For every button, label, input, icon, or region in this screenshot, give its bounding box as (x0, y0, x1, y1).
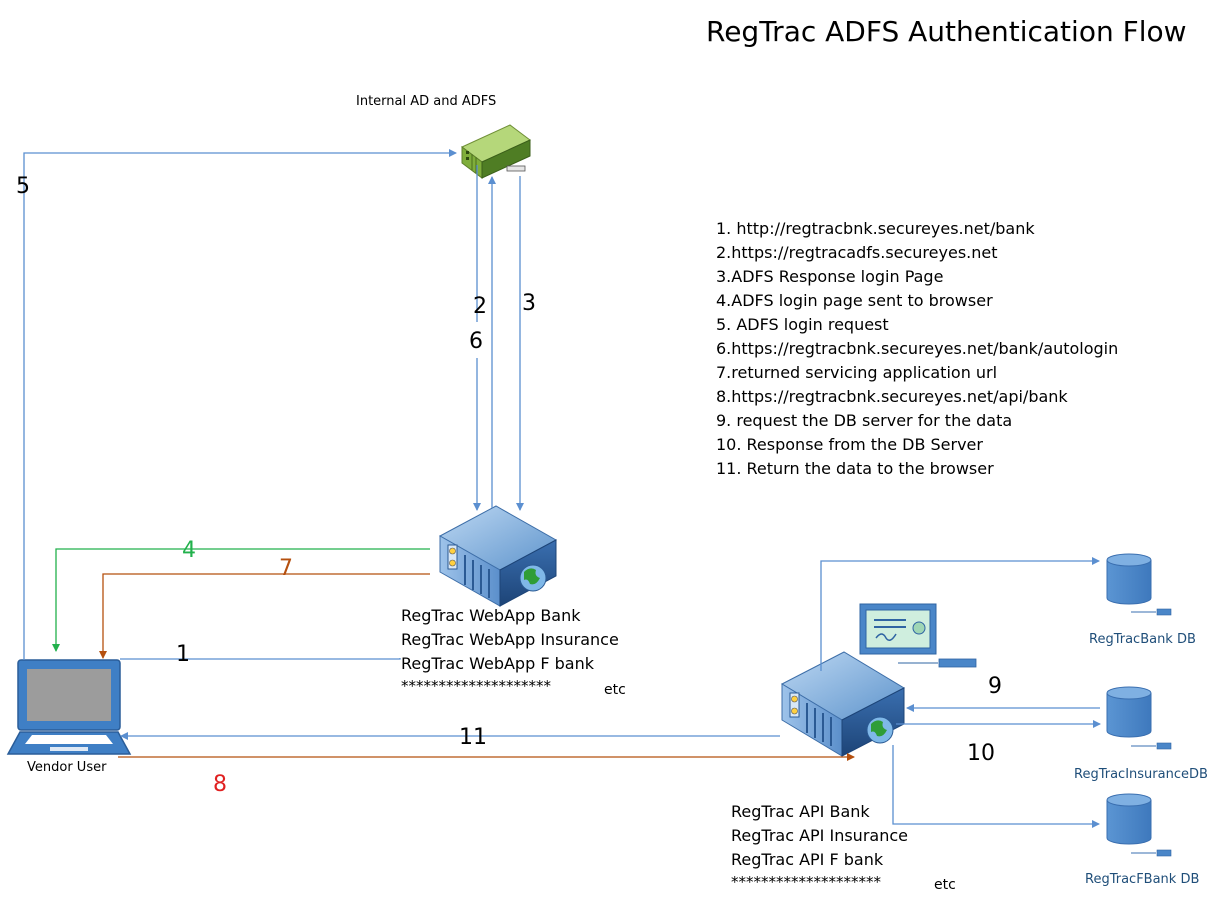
edge-label-8: 8 (213, 772, 227, 797)
laptop-icon (6, 659, 132, 755)
edge-label-5: 5 (16, 174, 30, 199)
globe-icon (866, 716, 894, 744)
db-bank-label: RegTracBank DB (1089, 632, 1196, 647)
edge-label-11: 11 (459, 725, 487, 750)
globe-icon (519, 564, 547, 592)
webapp-line-1: RegTrac WebApp Bank (401, 606, 581, 625)
edge-5 (23, 149, 457, 660)
step-item: 6.https://regtracbnk.secureyes.net/bank/… (716, 339, 1118, 358)
adfs-server-icon (461, 124, 531, 179)
edge-label-4: 4 (182, 538, 196, 563)
api-line-3: RegTrac API F bank (731, 850, 884, 869)
api-line-1: RegTrac API Bank (731, 802, 870, 821)
edge-label-6: 6 (469, 329, 483, 354)
step-item: 3.ADFS Response login Page (716, 267, 943, 286)
edge-4 (52, 548, 430, 652)
steps-list: 1. http://regtracbnk.secureyes.net/bank … (716, 219, 1118, 478)
step-item: 11. Return the data to the browser (716, 459, 994, 478)
step-item: 9. request the DB server for the data (716, 411, 1012, 430)
api-etc: etc (934, 877, 956, 893)
step-item: 4.ADFS login page sent to browser (716, 291, 993, 310)
edge-label-9: 9 (988, 674, 1002, 699)
webapp-server-icon (438, 505, 558, 607)
database-icon (1106, 686, 1172, 750)
webapp-line-3: RegTrac WebApp F bank (401, 654, 595, 673)
api-line-4: ******************** (731, 873, 882, 891)
webapp-line-2: RegTrac WebApp Insurance (401, 630, 619, 649)
webapp-etc: etc (604, 682, 626, 698)
edge-7 (99, 573, 430, 659)
step-item: 1. http://regtracbnk.secureyes.net/bank (716, 219, 1035, 238)
webapp-line-4: ******************** (401, 677, 552, 695)
edge-1 (120, 658, 401, 660)
step-item: 8.https://regtracbnk.secureyes.net/api/b… (716, 387, 1068, 406)
edge-label-3: 3 (522, 291, 536, 316)
edge-api-to-db-fbank (892, 745, 1100, 828)
diagram-title: RegTrac ADFS Authentication Flow (706, 15, 1187, 48)
edge-label-1: 1 (176, 642, 190, 667)
api-line-2: RegTrac API Insurance (731, 826, 908, 845)
database-icon (1106, 793, 1172, 857)
edge-api-to-db-bank (820, 557, 1100, 671)
step-item: 2.https://regtracadfs.secureyes.net (716, 243, 998, 262)
step-item: 7.returned servicing application url (716, 363, 997, 382)
step-item: 5. ADFS login request (716, 315, 889, 334)
vendor-user-label: Vendor User (27, 760, 107, 775)
edge-label-10: 10 (967, 741, 995, 766)
step-item: 10. Response from the DB Server (716, 435, 983, 454)
edge-label-7: 7 (279, 556, 293, 581)
certificate-icon (859, 603, 977, 668)
edge-label-2: 2 (473, 294, 487, 319)
database-icon (1106, 553, 1172, 616)
db-fbank-label: RegTracFBank DB (1085, 872, 1199, 887)
db-insurance-label: RegTracInsuranceDB (1074, 767, 1208, 782)
adfs-label: Internal AD and ADFS (356, 94, 496, 109)
